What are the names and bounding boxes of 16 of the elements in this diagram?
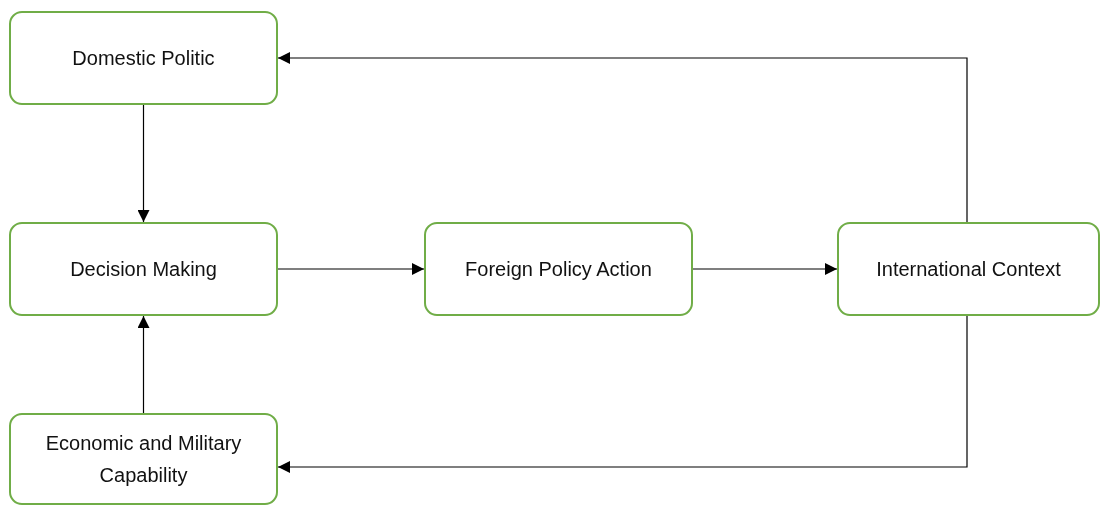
- process-box: [9, 413, 278, 505]
- arrow: [277, 52, 968, 223]
- arrow: [692, 263, 838, 275]
- node-label: Economic and Military Capability: [44, 431, 243, 488]
- node-label: Domestic Politic: [72, 46, 215, 71]
- arrow: [277, 263, 425, 275]
- node-label: International Context: [876, 257, 1061, 282]
- process-box: [424, 222, 693, 316]
- node-label: Decision Making: [70, 257, 217, 282]
- arrow: [277, 315, 968, 473]
- process-box: [9, 11, 278, 105]
- process-box: [9, 222, 278, 316]
- node-label: Foreign Policy Action: [465, 257, 652, 282]
- process-box: [837, 222, 1100, 316]
- arrow: [137, 315, 150, 414]
- arrow: [137, 104, 150, 223]
